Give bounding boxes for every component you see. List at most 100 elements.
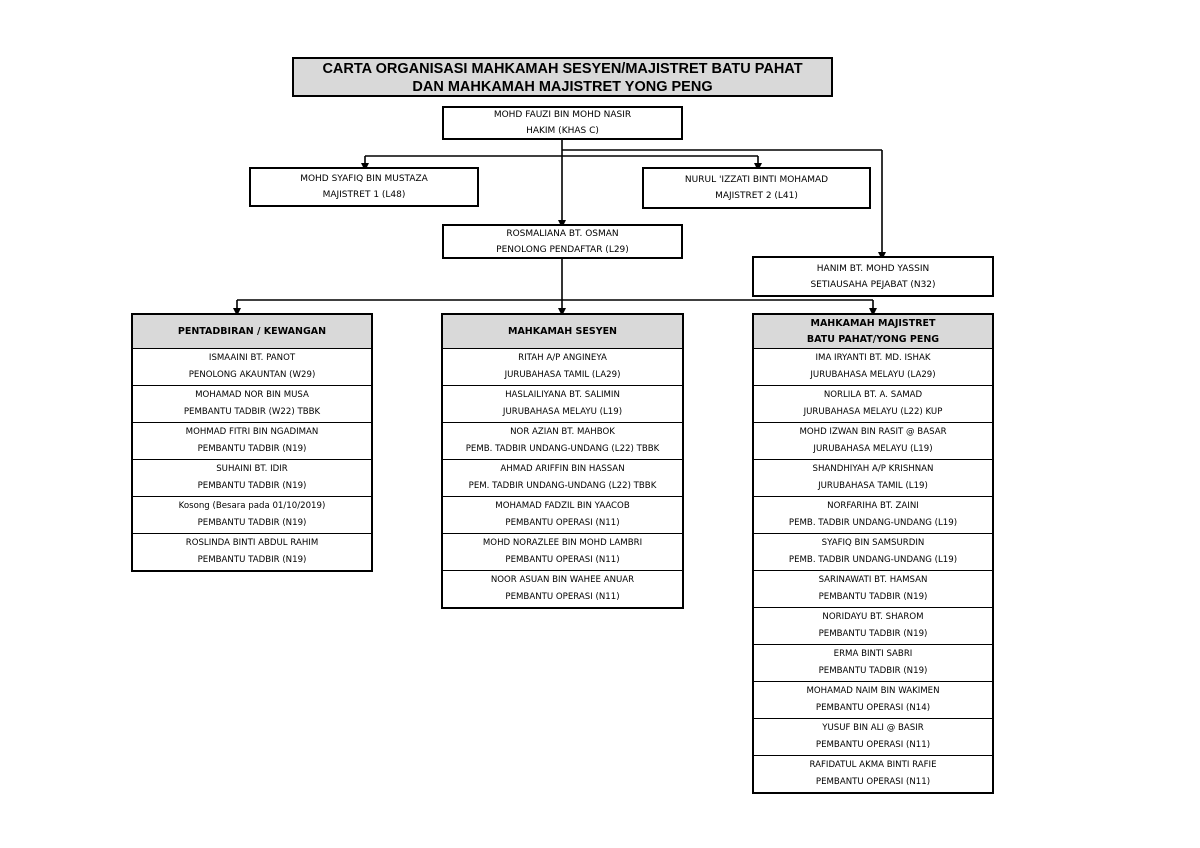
staff-name: HASLAILIYANA BT. SALIMIN (505, 389, 620, 400)
staff-name: ERMA BINTI SABRI (833, 648, 913, 659)
staff-name: RITAH A/P ANGINEYA (518, 352, 607, 363)
staff-name: ROSLINDA BINTI ABDUL RAHIM (185, 537, 319, 548)
staff-entry: Kosong (Besara pada 01/10/2019)PEMBANTU … (133, 497, 371, 534)
staff-entry: NOR AZIAN BT. MAHBOK PEMB. TADBIR UNDANG-… (443, 423, 682, 460)
staff-role: PEMBANTU OPERASI (N11) (505, 555, 620, 565)
staff-name: NOR AZIAN BT. MAHBOK (510, 426, 615, 437)
column-heading-line: PENTADBIRAN / KEWANGAN (177, 325, 327, 337)
node-majistret-2: NURUL 'IZZATI BINTI MOHAMAD MAJISTRET 2 … (642, 167, 871, 209)
staff-entry: ERMA BINTI SABRI PEMBANTU TADBIR (N19) (754, 645, 992, 682)
column-heading-line: BATU PAHAT/YONG PENG (806, 333, 940, 345)
staff-entry: SYAFIQ BIN SAMSURDIN PEMB. TADBIR UNDANG-… (754, 534, 992, 571)
staff-name: MOHMAD FITRI BIN NGADIMAN (185, 426, 319, 437)
staff-role: PEMBANTU TADBIR (N19) (818, 592, 928, 602)
node-name: HANIM BT. MOHD YASSIN (816, 263, 930, 274)
staff-name: SHANDHIYAH A/P KRISHNAN (812, 463, 934, 474)
staff-entry: ISMAAINI BT. PANOT PENOLONG AKAUNTAN (W29… (133, 349, 371, 386)
staff-name: MOHAMAD FADZIL BIN YAACOB (495, 500, 630, 511)
staff-name: AHMAD ARIFFIN BIN HASSAN (500, 463, 625, 474)
staff-name: SUHAINI BT. IDIR (216, 463, 288, 474)
staff-name: MOHAMAD NOR BIN MUSA (195, 389, 309, 400)
staff-entry: MOHD IZWAN BIN RASIT @ BASAR JURUBAHASA M… (754, 423, 992, 460)
column-pentadbiran-kewangan: PENTADBIRAN / KEWANGAN ISMAAINI BT. PANOT… (131, 313, 373, 572)
staff-role: JURUBAHASA TAMIL (L19) (818, 481, 928, 491)
column-heading: MAHKAMAH SESYEN (443, 315, 682, 349)
node-penolong-pendaftar: ROSMALIANA BT. OSMAN PENOLONG PENDAFTAR … (442, 224, 683, 259)
staff-entry: MOHMAD FITRI BIN NGADIMAN PEMBANTU TADBIR… (133, 423, 371, 460)
staff-role: PEM. TADBIR UNDANG-UNDANG (L22) TBBK (468, 481, 657, 491)
staff-entry: SUHAINI BT. IDIR PEMBANTU TADBIR (N19) (133, 460, 371, 497)
staff-role: PENOLONG AKAUNTAN (W29) (188, 370, 316, 380)
chart-title-line2: DAN MAHKAMAH MAJISTRET YONG PENG (412, 79, 713, 95)
node-role: MAJISTRET 1 (L48) (322, 190, 406, 200)
staff-name: ISMAAINI BT. PANOT (208, 352, 296, 363)
staff-role: PEMBANTU OPERASI (N14) (815, 703, 931, 713)
staff-role: JURUBAHASA MELAYU (L19) (813, 444, 933, 454)
staff-entry: SHANDHIYAH A/P KRISHNAN JURUBAHASA TAMIL … (754, 460, 992, 497)
node-role: HAKIM (KHAS C) (526, 126, 599, 136)
node-role: MAJISTRET 2 (L41) (715, 191, 798, 201)
staff-role: PEMBANTU TADBIR (W22) TBBK (183, 407, 321, 417)
node-name: NURUL 'IZZATI BINTI MOHAMAD (684, 175, 829, 185)
staff-entry: SARINAWATI BT. HAMSAN PEMBANTU TADBIR (N1… (754, 571, 992, 608)
staff-role: PEMBANTU TADBIR (N19) (818, 666, 928, 676)
node-role: SETIAUSAHA PEJABAT (N32) (810, 279, 936, 290)
staff-role: PEMBANTU OPERASI (N11) (505, 518, 620, 528)
column-heading-line: MAHKAMAH MAJISTRET (810, 317, 936, 329)
staff-entry: AHMAD ARIFFIN BIN HASSAN PEM. TADBIR UNDA… (443, 460, 682, 497)
staff-role: JURUBAHASA MELAYU (L19) (502, 407, 623, 417)
chart-title-line1: CARTA ORGANISASI MAHKAMAH SESYEN/MAJISTR… (322, 61, 803, 77)
staff-entry: YUSUF BIN ALI @ BASIR PEMBANTU OPERASI (N… (754, 719, 992, 756)
staff-name: YUSUF BIN ALI @ BASIR (822, 722, 924, 733)
staff-name: SYAFIQ BIN SAMSURDIN (821, 537, 925, 548)
staff-name: SARINAWATI BT. HAMSAN (818, 574, 928, 585)
staff-name: NORFARIHA BT. ZAINI (827, 500, 919, 511)
staff-role: PEMBANTU TADBIR (N19) (197, 555, 307, 565)
staff-entry: MOHD NORAZLEE BIN MOHD LAMBRI PEMBANTU OP… (443, 534, 682, 571)
column-mahkamah-sesyen: MAHKAMAH SESYEN RITAH A/P ANGINEYA JURUBAH… (441, 313, 684, 609)
staff-role: JURUBAHASA TAMIL (LA29) (504, 370, 621, 380)
staff-name: MOHD IZWAN BIN RASIT @ BASAR (799, 426, 947, 437)
staff-entry: MOHAMAD FADZIL BIN YAACOB PEMBANTU OPERAS… (443, 497, 682, 534)
staff-entry: RITAH A/P ANGINEYA JURUBAHASA TAMIL (LA29… (443, 349, 682, 386)
node-majistret-1: MOHD SYAFIQ BIN MUSTAZA MAJISTRET 1 (L48… (249, 167, 479, 207)
chart-title: CARTA ORGANISASI MAHKAMAH SESYEN/MAJISTR… (292, 57, 833, 97)
staff-role: PEMBANTU OPERASI (N11) (815, 740, 931, 750)
staff-entry: ROSLINDA BINTI ABDUL RAHIM PEMBANTU TADBI… (133, 534, 371, 570)
staff-name: Kosong (Besara pada 01/10/2019) (178, 500, 326, 511)
node-name: MOHD SYAFIQ BIN MUSTAZA (300, 174, 428, 184)
node-role: PENOLONG PENDAFTAR (L29) (496, 244, 629, 255)
staff-entry: MOHAMAD NAIM BIN WAKIMEN PEMBANTU OPERASI… (754, 682, 992, 719)
column-heading-line: MAHKAMAH SESYEN (507, 325, 618, 337)
staff-entry: HASLAILIYANA BT. SALIMIN JURUBAHASA MELAY… (443, 386, 682, 423)
staff-entry: NOOR ASUAN BIN WAHEE ANUAR PEMBANTU OPERA… (443, 571, 682, 607)
staff-name: IMA IRYANTI BT. MD. ISHAK (815, 352, 931, 363)
staff-role: PEMB. TADBIR UNDANG-UNDANG (L19) (788, 518, 958, 528)
staff-role: JURUBAHASA MELAYU (LA29) (810, 370, 936, 380)
node-name: MOHD FAUZI BIN MOHD NASIR (493, 110, 632, 120)
staff-role: PEMBANTU TADBIR (N19) (197, 481, 307, 491)
node-setiausaha: HANIM BT. MOHD YASSIN SETIAUSAHA PEJABAT… (752, 256, 994, 297)
staff-role: PEMBANTU TADBIR (N19) (197, 444, 307, 454)
staff-role: PEMB. TADBIR UNDANG-UNDANG (L19) (788, 555, 958, 565)
staff-name: MOHAMAD NAIM BIN WAKIMEN (806, 685, 940, 696)
staff-role: PEMB. TADBIR UNDANG-UNDANG (L22) TBBK (465, 444, 660, 454)
staff-role: PEMBANTU OPERASI (N11) (815, 777, 931, 787)
staff-role: PEMBANTU TADBIR (N19) (818, 629, 928, 639)
staff-role: JURUBAHASA MELAYU (L22) KUP (803, 407, 943, 417)
staff-entry: NORFARIHA BT. ZAINI PEMB. TADBIR UNDANG-U… (754, 497, 992, 534)
staff-name: NOOR ASUAN BIN WAHEE ANUAR (490, 574, 635, 585)
staff-entry: NORIDAYU BT. SHAROM PEMBANTU TADBIR (N19) (754, 608, 992, 645)
staff-entry: IMA IRYANTI BT. MD. ISHAK JURUBAHASA MELA… (754, 349, 992, 386)
staff-name: NORIDAYU BT. SHAROM (822, 611, 924, 622)
staff-entry: MOHAMAD NOR BIN MUSA PEMBANTU TADBIR (W22… (133, 386, 371, 423)
column-heading: MAHKAMAH MAJISTRET BATU PAHAT/YONG PENG (754, 315, 992, 349)
column-heading: PENTADBIRAN / KEWANGAN (133, 315, 371, 349)
staff-role: PEMBANTU OPERASI (N11) (505, 592, 620, 602)
node-hakim: MOHD FAUZI BIN MOHD NASIR HAKIM (KHAS C) (442, 106, 683, 140)
column-mahkamah-majistret: MAHKAMAH MAJISTRET BATU PAHAT/YONG PENG IM… (752, 313, 994, 794)
staff-name: MOHD NORAZLEE BIN MOHD LAMBRI (482, 537, 643, 548)
